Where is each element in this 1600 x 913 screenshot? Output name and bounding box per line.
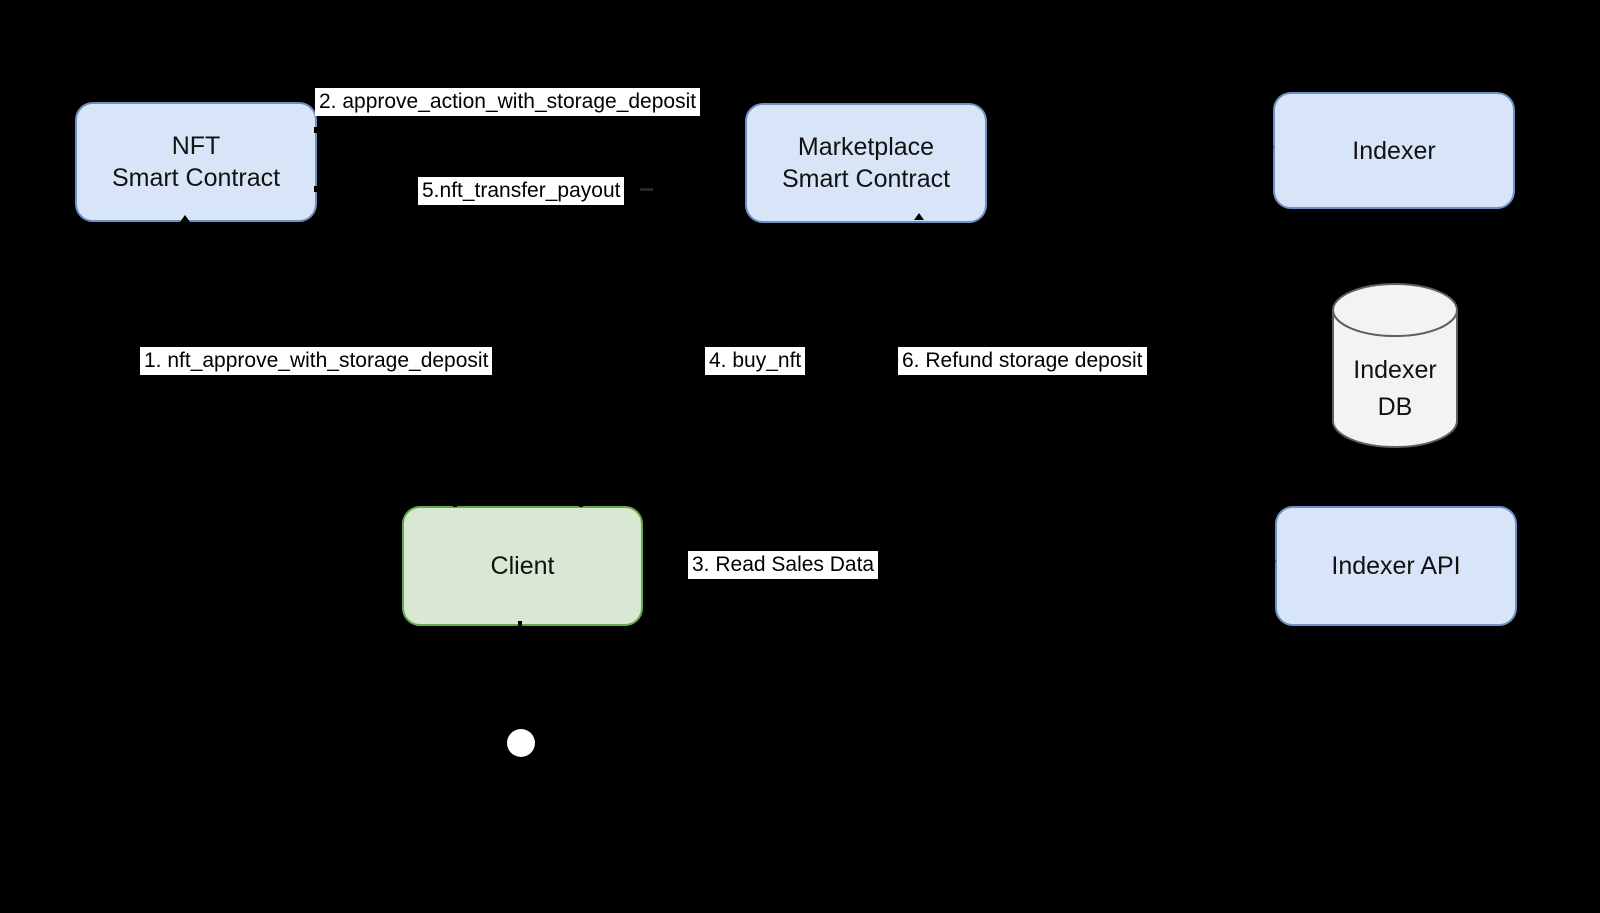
- arrow-stub-nft-right-lower: [314, 186, 318, 192]
- database-cylinder-icon: [1332, 283, 1458, 448]
- arrow-stub-client-top-right: [579, 501, 583, 507]
- node-client-label: Client: [490, 552, 555, 580]
- edge-label-5-nft-transfer-payout: 5.nft_transfer_payout: [418, 177, 625, 205]
- arrowhead-nft-bottom: [180, 215, 190, 222]
- node-indexer-api-label: Indexer API: [1331, 552, 1461, 580]
- arrow-stub-client-bottom: [518, 621, 522, 627]
- node-indexer-db-label: Indexer DB: [1325, 352, 1465, 426]
- arrow-stub-nft-right-upper: [314, 127, 318, 133]
- node-marketplace-label-line2: Smart Contract: [781, 165, 951, 193]
- arrow-dash-remnant: [640, 188, 653, 191]
- node-indexer-db-label-line1: Indexer: [1353, 356, 1437, 384]
- node-indexer-label: Indexer: [1352, 136, 1436, 165]
- arrowhead-indexer-api-left: [1269, 556, 1276, 566]
- node-client: Client: [402, 506, 643, 626]
- flow-start-dot: [507, 729, 535, 757]
- edge-label-2-approve-action-with-storage-deposit: 2. approve_action_with_storage_deposit: [315, 88, 701, 116]
- edge-label-3-read-sales-data: 3. Read Sales Data: [688, 551, 879, 579]
- arrow-stub-client-top-left: [453, 501, 457, 507]
- node-nft-label-line2: Smart Contract: [111, 164, 281, 192]
- edge-label-4-buy-nft: 4. buy_nft: [705, 347, 806, 375]
- node-indexer: Indexer: [1273, 92, 1515, 209]
- node-marketplace-smart-contract: Marketplace Smart Contract: [745, 103, 987, 223]
- node-nft-smart-contract: NFT Smart Contract: [75, 102, 317, 222]
- arrowhead-indexer-left: [1267, 142, 1274, 152]
- node-marketplace-label-line1: Marketplace: [797, 133, 935, 161]
- node-indexer-db-label-line2: DB: [1377, 393, 1413, 421]
- node-indexer-api: Indexer API: [1275, 506, 1517, 626]
- node-nft-label-line1: NFT: [171, 132, 221, 160]
- edge-label-6-refund-storage-deposit: 6. Refund storage deposit: [898, 347, 1147, 375]
- arrowhead-marketplace-bottom: [914, 213, 924, 220]
- node-indexer-db: [1325, 280, 1465, 457]
- edge-label-1-nft-approve-with-storage-deposit: 1. nft_approve_with_storage_deposit: [140, 347, 493, 375]
